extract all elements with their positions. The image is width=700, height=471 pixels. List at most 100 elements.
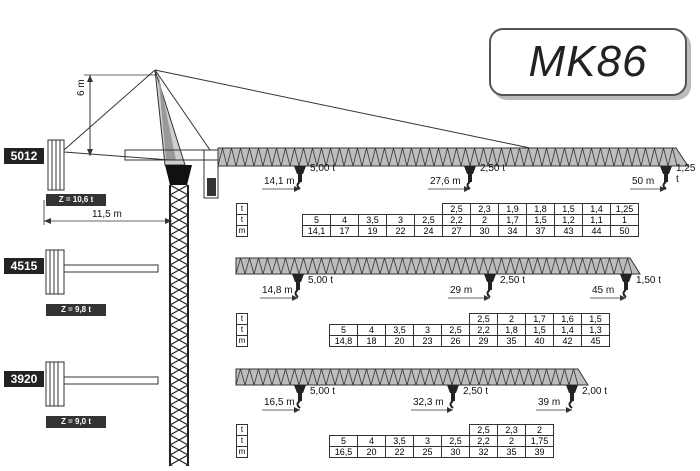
table-cell: 14,8 xyxy=(329,335,358,347)
tower-mast xyxy=(169,184,189,471)
table-blank xyxy=(414,314,442,325)
table-blank xyxy=(275,425,302,436)
unit-cell: m xyxy=(236,335,248,347)
load-label: 5,00 t xyxy=(308,275,334,286)
load-label: 1,50 t xyxy=(636,275,662,286)
load-label: 1,25 t xyxy=(676,163,696,185)
table-blank xyxy=(302,314,330,325)
table-cell: 3 xyxy=(413,324,442,336)
table-cell: 1,25 xyxy=(610,203,639,215)
load-label: 5,00 t xyxy=(310,163,336,174)
table-cell: 2,5 xyxy=(441,324,470,336)
table-blank xyxy=(248,215,276,226)
unit-cell: t xyxy=(236,313,248,325)
table-cell: 1,5 xyxy=(526,214,555,226)
table-cell: 3,5 xyxy=(358,214,387,226)
load-label: 2,50 t xyxy=(500,275,526,286)
config-label-5012: 5012 xyxy=(4,148,44,164)
distance-label: 29 m xyxy=(450,285,473,296)
table-cell: 26 xyxy=(441,335,470,347)
unit-cell: t xyxy=(236,324,248,336)
counterweight-5012 xyxy=(47,139,171,191)
unit-cell: t xyxy=(236,424,248,436)
hook-5012-1 xyxy=(464,166,476,190)
table-blank xyxy=(275,314,302,325)
table-blank xyxy=(248,425,276,436)
table-blank xyxy=(302,436,330,447)
table-cell: 2,5 xyxy=(414,214,443,226)
load-label: 5,00 t xyxy=(310,386,336,397)
table-cell: 44 xyxy=(582,225,611,237)
table-blank xyxy=(275,447,302,458)
table-blank xyxy=(302,336,330,347)
table-cell: 2,2 xyxy=(469,324,498,336)
table-cell: 14,1 xyxy=(302,225,331,237)
jib-3920 xyxy=(235,368,589,386)
hook-4515-2 xyxy=(620,274,632,298)
table-blank xyxy=(358,425,386,436)
jibs xyxy=(217,147,689,386)
table-cell: 1,5 xyxy=(554,203,583,215)
table-cell: 25 xyxy=(413,446,442,458)
table-cell: 1,9 xyxy=(498,203,527,215)
table-cell: 16,5 xyxy=(329,446,358,458)
table-cell: 1,1 xyxy=(582,214,611,226)
table-blank xyxy=(275,215,303,226)
table-blank xyxy=(442,425,470,436)
table-blank xyxy=(358,314,386,325)
table-cell: 20 xyxy=(357,446,386,458)
table-cell: 4 xyxy=(357,324,386,336)
table-cell: 1,2 xyxy=(554,214,583,226)
table-blank xyxy=(275,325,302,336)
table-blank xyxy=(275,436,302,447)
distance-label: 45 m xyxy=(592,285,615,296)
height-dimension xyxy=(84,74,155,156)
table-cell: 22 xyxy=(385,446,414,458)
unit-cell: m xyxy=(236,225,248,237)
table-blank xyxy=(248,314,276,325)
table-cell: 1,75 xyxy=(525,435,554,447)
table-cell: 5 xyxy=(329,324,358,336)
table-cell: 4 xyxy=(330,214,359,226)
hooks xyxy=(292,166,672,409)
hook-5012-0 xyxy=(294,166,306,190)
table-cell: 34 xyxy=(498,225,527,237)
table-blank xyxy=(331,204,359,215)
table-blank xyxy=(275,204,303,215)
table-blank xyxy=(248,204,276,215)
table-cell: 2,2 xyxy=(442,214,471,226)
hook-4515-1 xyxy=(484,274,496,298)
table-cell: 4 xyxy=(357,435,386,447)
table-cell: 30 xyxy=(441,446,470,458)
table-cell: 30 xyxy=(470,225,499,237)
jib-4515 xyxy=(235,257,641,275)
table-cell: 1,5 xyxy=(525,324,554,336)
hook-3920-0 xyxy=(294,385,306,409)
table-blank xyxy=(415,204,443,215)
table-cell: 2,5 xyxy=(441,435,470,447)
dimension-lines xyxy=(260,186,666,413)
table-cell: 17 xyxy=(330,225,359,237)
counterweight-4515 xyxy=(45,249,159,295)
load-label: 2,50 t xyxy=(463,386,489,397)
table-cell: 2,3 xyxy=(497,424,526,436)
table-blank xyxy=(387,204,415,215)
table-cell: 29 xyxy=(469,335,498,347)
table-cell: 1,3 xyxy=(581,324,610,336)
counterweight-3920 xyxy=(45,361,159,407)
hook-3920-2 xyxy=(566,385,578,409)
table-blank xyxy=(275,336,302,347)
table-cell: 23 xyxy=(413,335,442,347)
table-cell: 2,2 xyxy=(469,435,498,447)
counterweight-label-3920: Z = 9,0 t xyxy=(46,416,106,428)
table-blank xyxy=(386,425,414,436)
distance-label: 14,8 m xyxy=(262,285,293,296)
table-cell: 2 xyxy=(497,435,526,447)
table-cell: 42 xyxy=(553,335,582,347)
table-blank xyxy=(302,447,330,458)
table-cell: 3 xyxy=(413,435,442,447)
distance-label: 14,1 m xyxy=(264,176,295,187)
unit-cell: t xyxy=(236,203,248,215)
